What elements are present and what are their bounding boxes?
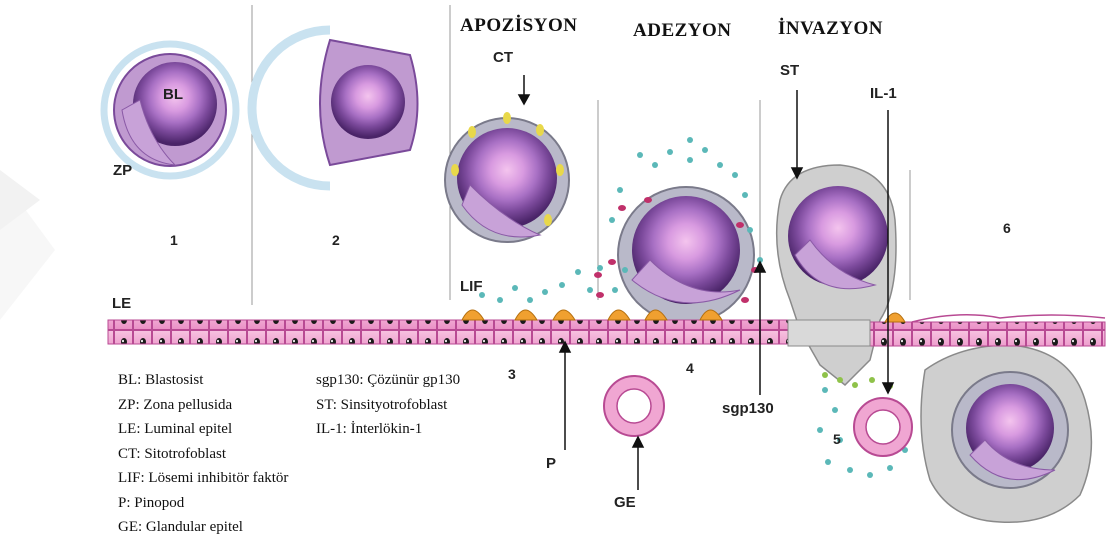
blastocyst-adhesion — [618, 187, 754, 323]
label-bl: BL — [163, 86, 183, 103]
legend-item-le: LE: Luminal epitel — [118, 417, 288, 442]
legend-item-ge: GE: Glandular epitel — [118, 515, 288, 540]
legend-item-p: P: Pinopod — [118, 491, 288, 516]
legend-item-st: ST: Sinsityotrofoblast — [316, 393, 460, 418]
stage5-gland — [854, 398, 912, 456]
label-st: ST — [780, 62, 799, 79]
glandular-epithelium — [604, 376, 664, 436]
legend-item-sgp130: sgp130: Çözünür gp130 — [316, 368, 460, 393]
blastocyst-with-zona — [104, 44, 236, 176]
phase-invasion-title: İNVAZYON — [778, 18, 883, 40]
legend-item-ct: CT: Sitotrofoblast — [118, 442, 288, 467]
label-ge: GE — [614, 494, 636, 511]
legend-left: BL: Blastosist ZP: Zona pellusida LE: Lu… — [118, 368, 288, 540]
label-sgp130: sgp130 — [722, 400, 774, 417]
label-ct: CT — [493, 49, 513, 66]
stage-number-5: 5 — [833, 431, 841, 447]
stage-number-1: 1 — [170, 232, 178, 248]
label-lif: LIF — [460, 278, 483, 295]
luminal-epithelium — [108, 315, 1105, 346]
hatching-blastocyst — [252, 30, 418, 186]
label-zp: ZP — [113, 162, 132, 179]
legend-item-lif: LIF: Lösemi inhibitör faktör — [118, 466, 288, 491]
phase-apposition-title: APOZİSYON — [460, 15, 577, 37]
stage-number-6: 6 — [1003, 220, 1011, 236]
stage-number-3: 3 — [508, 366, 516, 382]
stage-number-2: 2 — [332, 232, 340, 248]
label-il1: IL-1 — [870, 85, 897, 102]
stage-number-4: 4 — [686, 360, 694, 376]
phase-adhesion-title: ADEZYON — [633, 20, 732, 42]
blastocyst-invasion — [777, 165, 896, 385]
legend-item-zp: ZP: Zona pellusida — [118, 393, 288, 418]
legend-right: sgp130: Çözünür gp130 ST: Sinsityotrofob… — [316, 368, 460, 442]
legend-item-bl: BL: Blastosist — [118, 368, 288, 393]
label-p: P — [546, 455, 556, 472]
blastocyst-implanted — [921, 345, 1091, 522]
label-le: LE — [112, 295, 131, 312]
legend-item-il1: IL-1: İnterlökin-1 — [316, 417, 460, 442]
